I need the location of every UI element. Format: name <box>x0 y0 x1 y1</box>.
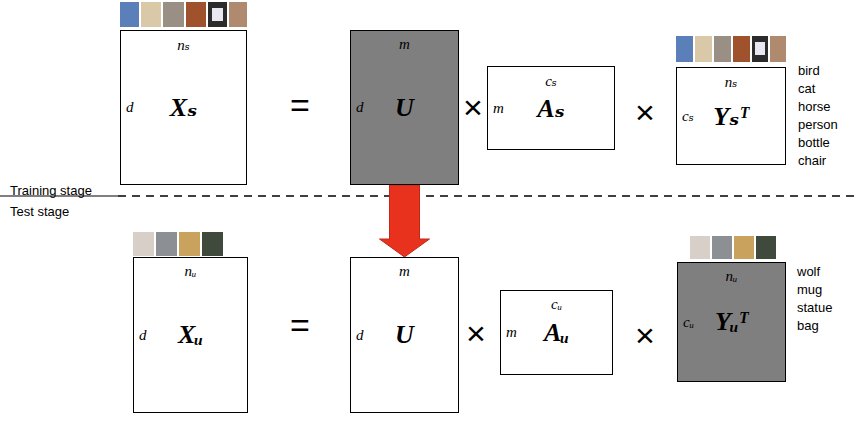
matrix-name: Xₛ <box>170 92 198 123</box>
matrix-box: nᵤ d Xᵤ <box>133 257 248 413</box>
dimension-label: m <box>493 100 504 117</box>
matrix-box: cₛ m Aₛ <box>487 66 615 150</box>
dimension-label: m <box>506 324 517 341</box>
class-name: wolf <box>797 264 820 279</box>
stage-label: Training stage <box>10 183 92 198</box>
dimension-label: nₛ <box>725 73 738 91</box>
dimension-label: d <box>356 327 364 344</box>
matrix-box: nₛ d Xₛ <box>120 30 247 185</box>
dimension-label: nᵤ <box>185 263 197 280</box>
matrix-name: U <box>395 320 414 350</box>
target-thumbnails <box>133 232 223 256</box>
dimension-label: m <box>399 263 410 280</box>
stage-label: Test stage <box>10 204 69 219</box>
matrix-name: Aₛ <box>537 93 565 124</box>
transfer-arrow <box>380 185 430 257</box>
matrix-name: Xᵤ <box>178 320 203 350</box>
class-name: chair <box>798 153 826 168</box>
dimension-label: nₛ <box>177 36 190 54</box>
matrix-box: nₛ cₛ Yₛᵀ <box>676 67 786 165</box>
matrix-name: Yₛᵀ <box>713 101 749 132</box>
matrix-name: Yᵤᵀ <box>715 307 748 337</box>
dimension-label: nᵤ <box>726 268 738 285</box>
source-label-thumbnails <box>676 36 786 62</box>
matrix-box: m d U <box>350 257 459 413</box>
dimension-label: cᵤ <box>683 314 694 331</box>
dimension-label: cᵤ <box>551 296 562 313</box>
operator: × <box>635 95 655 129</box>
matrix-box: nᵤ cᵤ Yᵤᵀ <box>677 262 786 382</box>
operator: × <box>635 318 655 352</box>
matrix-box: m d U <box>350 30 459 185</box>
class-name: bottle <box>798 135 830 150</box>
dimension-label: d <box>139 327 147 344</box>
matrix-name: U <box>395 93 414 123</box>
dimension-label: cₛ <box>682 107 694 125</box>
class-name: person <box>798 117 838 132</box>
dimension-label: cₛ <box>545 72 557 90</box>
class-name: bird <box>798 63 820 78</box>
class-name: statue <box>797 300 832 315</box>
dimension-label: m <box>399 36 410 53</box>
class-name: mug <box>797 282 822 297</box>
dimension-label: d <box>356 99 364 116</box>
class-name: bag <box>797 318 819 333</box>
operator: = <box>290 88 310 122</box>
operator: = <box>290 308 310 342</box>
matrix-box: cᵤ m Aᵤ <box>500 290 613 375</box>
class-name: cat <box>798 81 815 96</box>
class-name: horse <box>798 99 831 114</box>
dimension-label: d <box>126 99 134 116</box>
matrix-name: Aᵤ <box>544 318 569 348</box>
stage-divider <box>118 195 856 196</box>
operator: × <box>463 90 483 124</box>
source-thumbnails <box>120 2 247 27</box>
operator: × <box>466 316 486 350</box>
target-label-thumbnails <box>690 236 776 259</box>
